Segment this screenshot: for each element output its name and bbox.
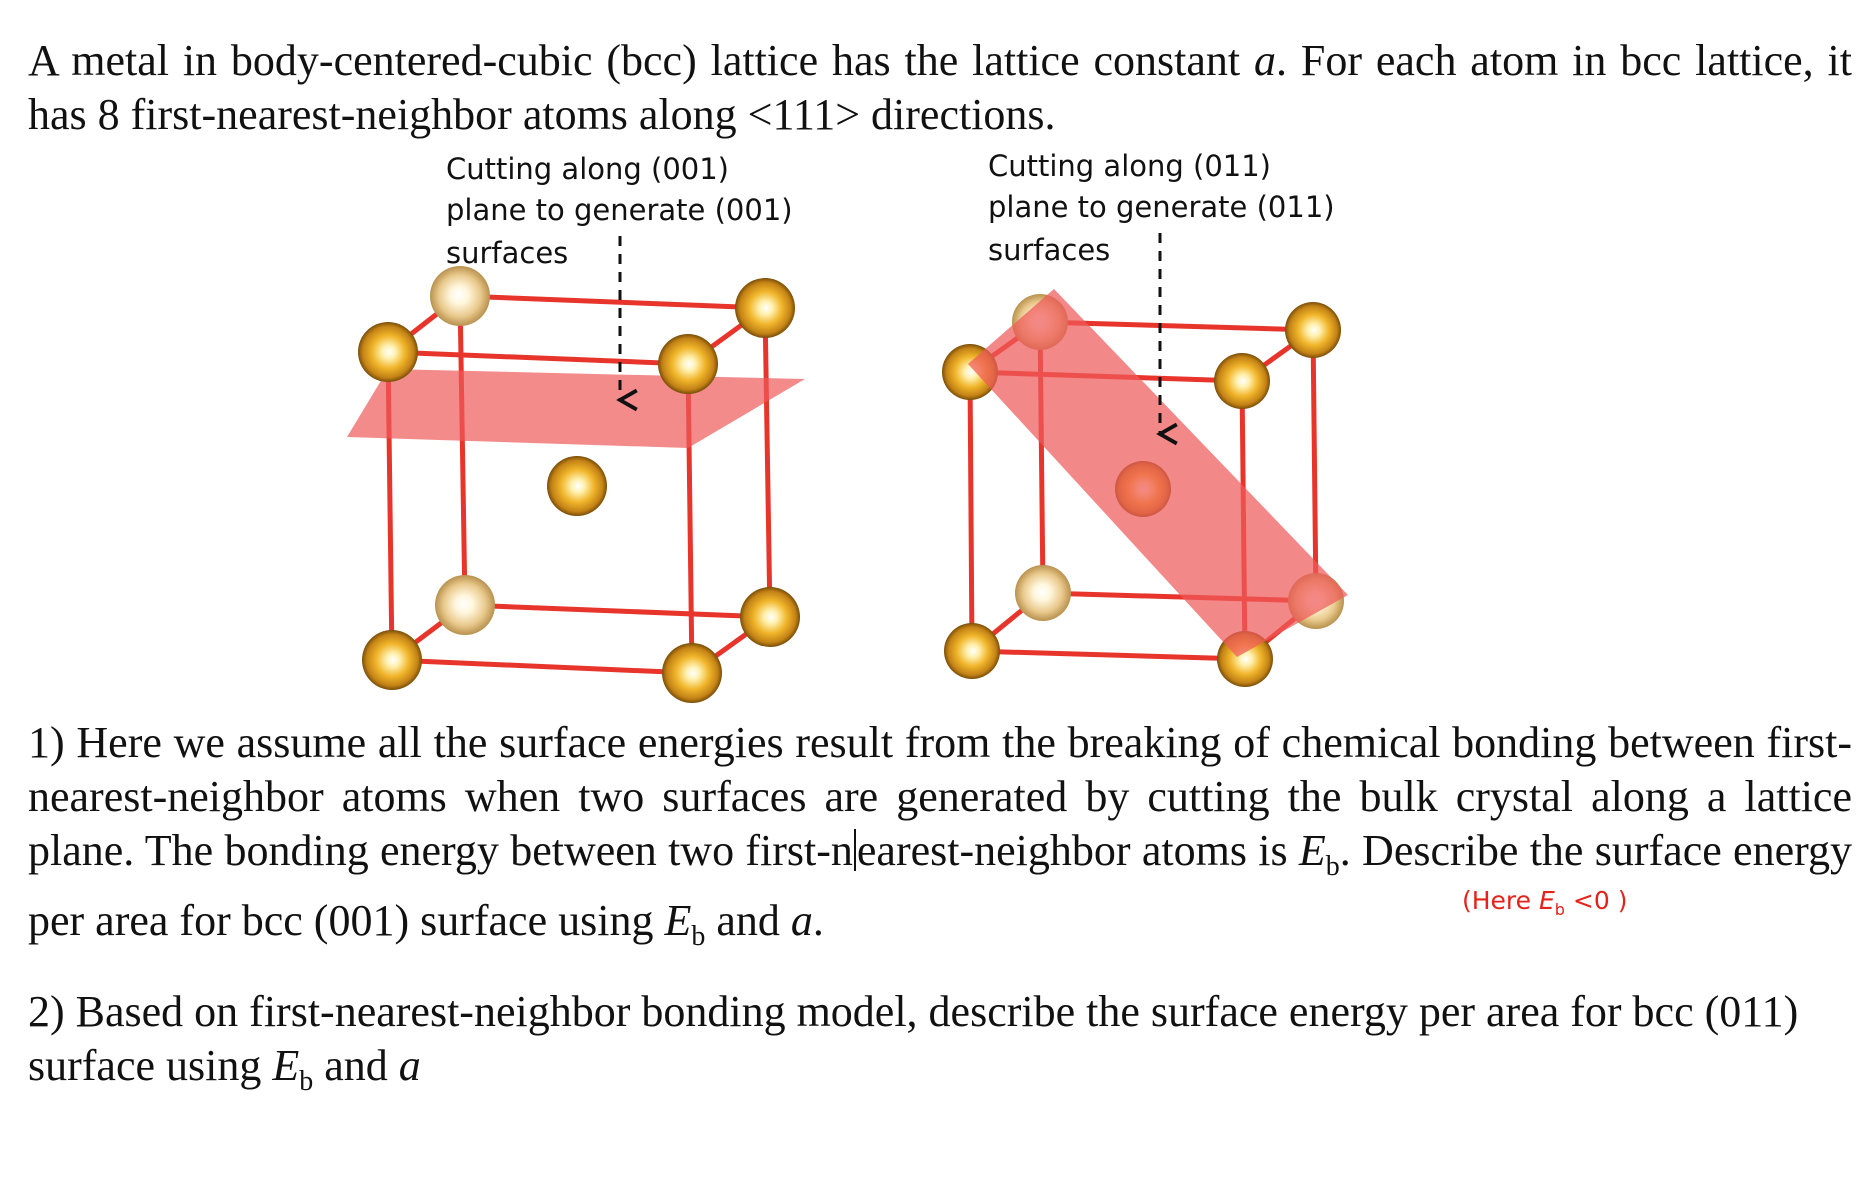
right-figure-label-line-2: plane to generate (011)	[988, 190, 1335, 224]
q2-text-1: 2) Based on first-nearest-neighbor bondi…	[28, 987, 1799, 1090]
intro-text-1: A metal in body-centered-cubic (bcc) lat…	[28, 36, 1254, 85]
q1-var-b: b	[1325, 850, 1340, 882]
note-prefix: (Here	[1462, 886, 1539, 915]
q1-var-b-2: b	[691, 920, 706, 952]
q1-var-a: a	[790, 895, 813, 945]
left-atom-back-top-left	[430, 266, 490, 326]
right-atom-back-bottom-left	[1015, 565, 1071, 621]
bcc-lattice-figures	[347, 233, 1348, 703]
right-atom-front-top-right	[1214, 353, 1270, 409]
right-cutting-plane-011	[968, 289, 1348, 657]
text-cursor	[853, 829, 856, 871]
left-cube-atoms	[358, 266, 800, 703]
q1-text-5: .	[812, 895, 824, 945]
note-suffix: <0 )	[1564, 886, 1628, 915]
q1-var-E: E	[1298, 826, 1326, 875]
q1-text-2: earest-neighbor atoms is	[856, 826, 1299, 875]
q1-text-1: 1) Here we assume all the surface energi…	[28, 718, 1852, 875]
q2-text-2: and	[313, 1041, 399, 1090]
left-atom-front-bottom-left	[362, 630, 422, 690]
left-figure-label-line-1: Cutting along (001)	[446, 152, 729, 186]
left-figure-label-line-3: surfaces	[446, 236, 569, 270]
energy-sign-note: (Here Eb <0 )	[1462, 886, 1627, 919]
right-cube-011	[942, 233, 1348, 687]
left-atom-front-top-left	[358, 322, 418, 382]
left-atom-back-bottom-left	[435, 575, 495, 635]
q2-var-b: b	[299, 1065, 314, 1097]
note-var-E: E	[1539, 886, 1555, 915]
left-figure-label-line-2: plane to generate (001)	[446, 193, 793, 227]
left-cube-001	[347, 236, 805, 703]
intro-paragraph: A metal in body-centered-cubic (bcc) lat…	[28, 34, 1852, 142]
left-cutting-plane-001	[347, 369, 805, 448]
left-atom-back-bottom-right	[740, 587, 800, 647]
left-atom-back-top-right	[735, 278, 795, 338]
q2-var-a: a	[398, 1041, 421, 1090]
q2-var-E: E	[272, 1041, 300, 1090]
q1-var-E-2: E	[664, 895, 692, 945]
intro-var-a: a	[1253, 36, 1276, 85]
q1-text-3: . Describe the surface energy per area f…	[28, 826, 1852, 945]
question-1-paragraph: 1) Here we assume all the surface energi…	[28, 716, 1852, 964]
right-atom-back-top-right	[1285, 302, 1341, 358]
intro-text-2: . For each atom in bcc lattice, it has 8…	[28, 36, 1852, 139]
q1-text-4: and	[705, 895, 791, 945]
question-2-paragraph: 2) Based on first-nearest-neighbor bondi…	[28, 985, 1818, 1109]
right-figure-label-line-3: surfaces	[988, 233, 1111, 267]
right-atom-front-bottom-left	[944, 623, 1000, 679]
left-atom-front-top-right	[658, 334, 718, 394]
right-figure-label-line-1: Cutting along (011)	[988, 149, 1271, 183]
left-atom-front-bottom-right	[662, 643, 722, 703]
note-var-b: b	[1554, 900, 1565, 919]
left-atom-body-center	[547, 456, 607, 516]
